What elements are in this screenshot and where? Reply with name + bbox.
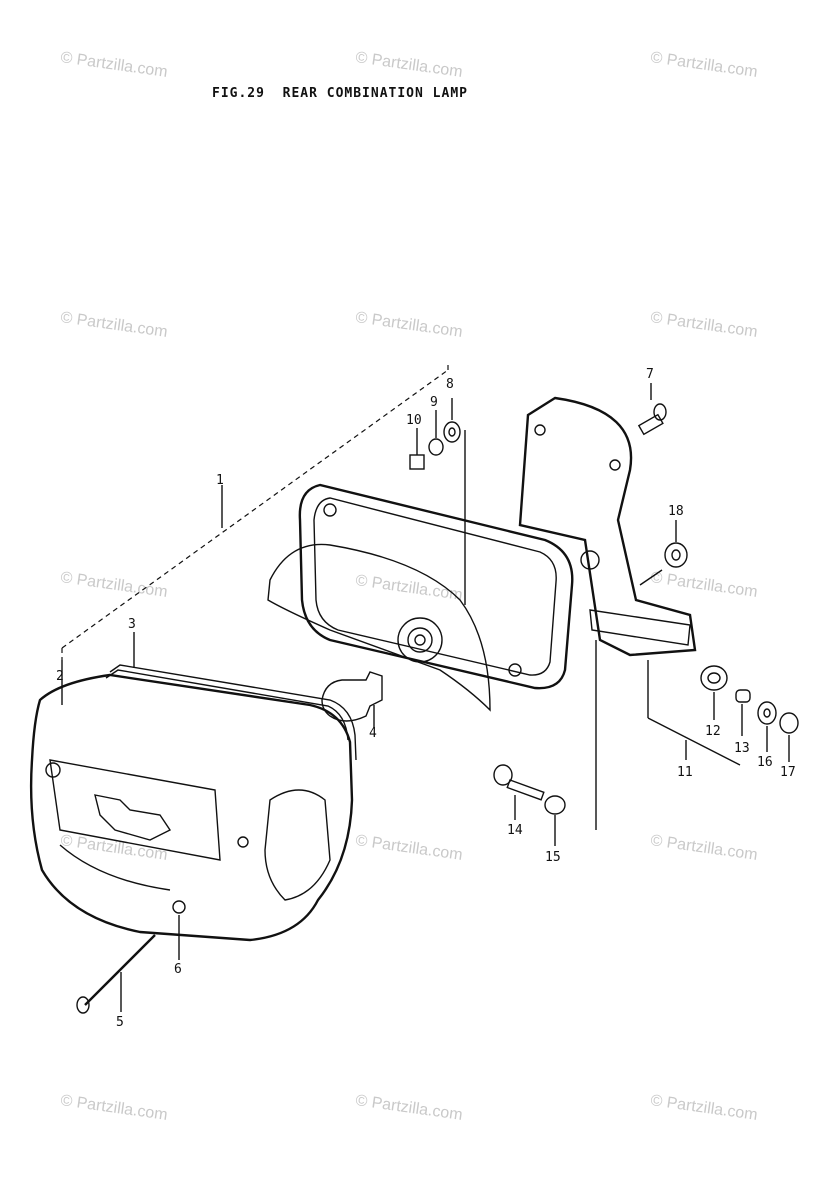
callout-2: 2: [56, 669, 64, 684]
figure-title: FIG.29 REAR COMBINATION LAMP: [212, 86, 468, 101]
callout-16: 16: [757, 755, 773, 770]
callout-4: 4: [369, 726, 377, 741]
screw-5: [76, 934, 156, 1014]
callout-6: 6: [174, 962, 182, 977]
callout-12: 12: [705, 724, 721, 739]
nut-18: [639, 520, 688, 586]
watermarks: © Partzilla.com © Partzilla.com © Partzi…: [59, 49, 758, 1124]
washer-6: [172, 900, 186, 960]
watermark: © Partzilla.com: [649, 832, 758, 864]
watermark: © Partzilla.com: [59, 309, 168, 341]
watermark: © Partzilla.com: [354, 832, 463, 864]
watermark: © Partzilla.com: [649, 1092, 758, 1124]
mounting-bracket: [518, 396, 741, 766]
watermark: © Partzilla.com: [59, 569, 168, 601]
callout-10: 10: [406, 413, 422, 428]
bulb: [321, 671, 383, 728]
callout-8: 8: [446, 377, 454, 392]
callout-17: 17: [780, 765, 796, 780]
callout-labels: 1 2 3 4 5 6 7 8 9 10 11 12 13 14 15 16 1…: [56, 367, 796, 1030]
callout-9: 9: [430, 395, 438, 410]
callout-1: 1: [216, 473, 224, 488]
lamp-lens: [29, 673, 354, 942]
hardware-14-15: [493, 764, 566, 846]
lamp-base: [267, 430, 597, 830]
callout-3: 3: [128, 617, 136, 632]
watermark: © Partzilla.com: [649, 49, 758, 81]
watermark: © Partzilla.com: [59, 832, 168, 864]
callout-7: 7: [646, 367, 654, 382]
callout-18: 18: [668, 504, 684, 519]
callout-11: 11: [677, 765, 693, 780]
hardware-12-13-16-17: [700, 665, 799, 762]
leaders: [61, 632, 687, 760]
callout-15: 15: [545, 850, 561, 865]
screw-7: [637, 383, 667, 436]
watermark: © Partzilla.com: [354, 309, 463, 341]
watermark: © Partzilla.com: [59, 49, 168, 81]
assembly-guide-1: [61, 362, 449, 660]
callout-5: 5: [116, 1015, 124, 1030]
callout-14: 14: [507, 823, 523, 838]
hardware-8-9-10: [409, 398, 461, 470]
watermark: © Partzilla.com: [354, 1092, 463, 1124]
watermark: © Partzilla.com: [649, 309, 758, 341]
watermark: © Partzilla.com: [649, 569, 758, 601]
watermark: © Partzilla.com: [59, 1092, 168, 1124]
watermark: © Partzilla.com: [354, 49, 463, 81]
gasket: [105, 664, 357, 761]
callout-13: 13: [734, 741, 750, 756]
